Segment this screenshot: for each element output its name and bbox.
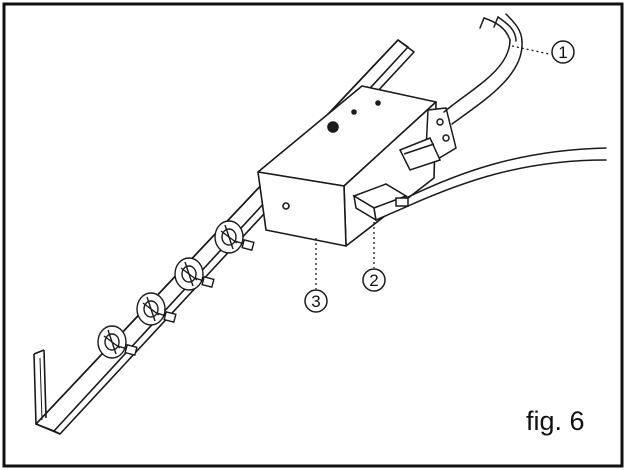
callout-2: 2 [362,268,386,292]
control-knobs [97,220,255,359]
figure-caption: fig. 6 [526,406,585,436]
knob-4 [214,220,255,254]
cable-plug [352,183,409,222]
callout-1-label: 1 [558,43,567,62]
callout-3-label: 3 [311,292,320,311]
cable-connector [398,107,457,171]
leader-lines [315,45,550,289]
knob-3 [174,257,215,291]
callout-1: 1 [551,40,575,64]
knob-1 [97,325,138,359]
callout-2-label: 2 [369,271,378,290]
callout-3: 3 [304,289,328,313]
power-cable [443,13,523,125]
knob-2 [136,292,177,326]
plug-cable [405,147,607,207]
